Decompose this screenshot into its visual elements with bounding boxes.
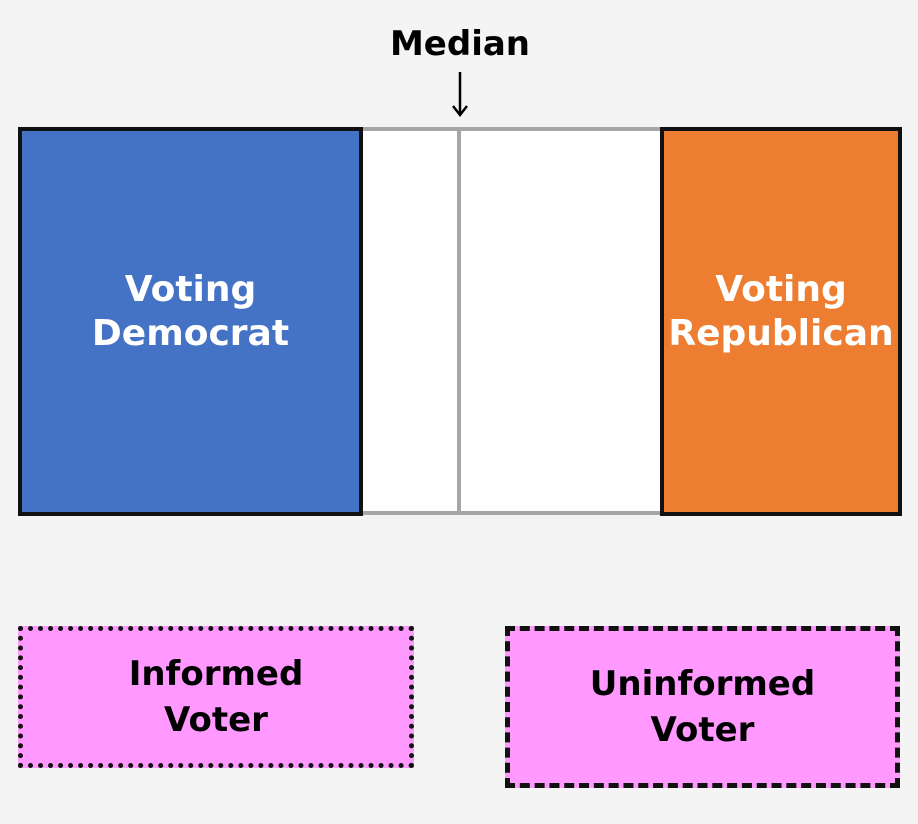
uninformed-voter-box: Uninformed Voter <box>505 626 900 788</box>
informed-voter-label: Informed Voter <box>128 654 304 740</box>
voting-republican-box: Voting Republican <box>660 127 902 516</box>
voting-democrat-label: Voting Democrat <box>91 268 290 354</box>
voting-democrat-box: Voting Democrat <box>18 127 363 516</box>
uninformed-voter-label: Uninformed Voter <box>589 664 816 750</box>
political-spectrum <box>359 127 664 515</box>
median-arrow-icon <box>452 72 468 118</box>
informed-voter-box: Informed Voter <box>18 626 414 768</box>
voting-republican-label: Voting Republican <box>668 268 894 354</box>
median-label: Median <box>389 24 531 64</box>
middle-region <box>359 127 664 515</box>
